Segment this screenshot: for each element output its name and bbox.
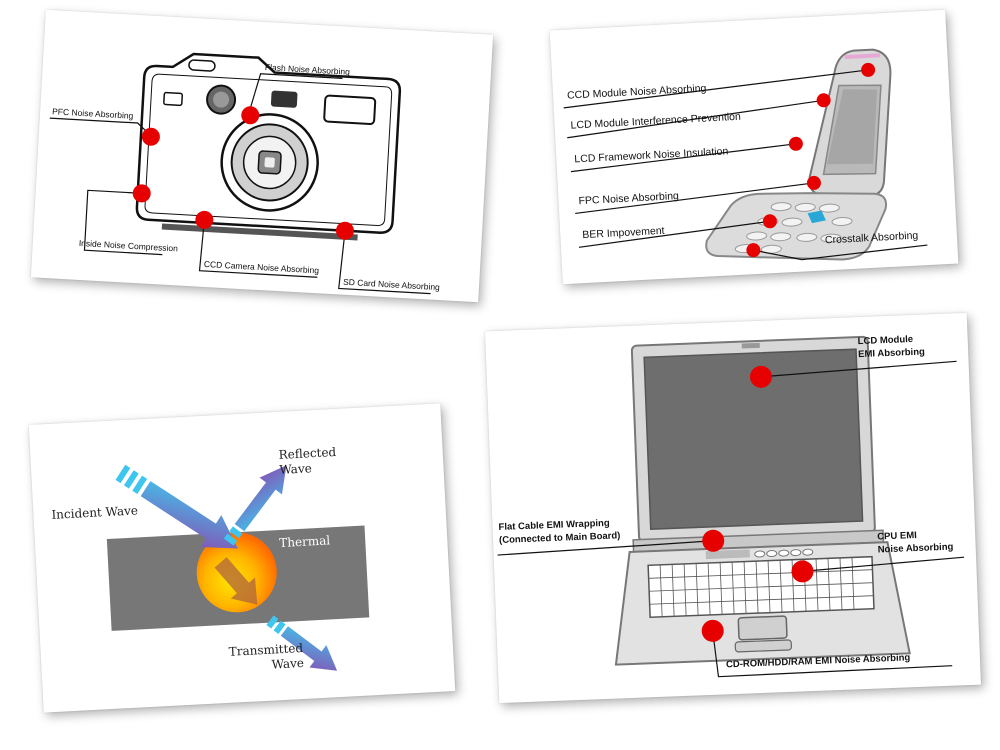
cpu-emi-label: CPU EMI Noise Absorbing bbox=[877, 529, 954, 556]
phone-diagram-card: CCD Module Noise Absorbing LCD Module In… bbox=[549, 9, 959, 285]
reflected-wave-label: Reflected Wave bbox=[278, 444, 337, 477]
transmitted-wave-label: Transmitted Wave bbox=[228, 640, 305, 672]
laptop-illustration bbox=[497, 335, 965, 678]
lcd-module-emi-label: LCD Module EMI Absorbing bbox=[857, 333, 926, 361]
wave-diagram-card: Incident Wave Reflected Wave Thermal Tra… bbox=[28, 403, 456, 713]
camera-diagram-card: Flash Noise Absorbing PFC Noise Absorbin… bbox=[30, 9, 494, 303]
flat-cable-emi-label: Flat Cable EMI Wrapping (Connected to Ma… bbox=[498, 517, 621, 546]
wave-absorption-illustration bbox=[106, 464, 370, 671]
phone-illustration bbox=[563, 48, 928, 261]
laptop-diagram-card: LCD Module EMI Absorbing Flat Cable EMI … bbox=[485, 312, 981, 704]
camera-illustration bbox=[49, 52, 431, 295]
thermal-label: Thermal bbox=[278, 533, 331, 551]
